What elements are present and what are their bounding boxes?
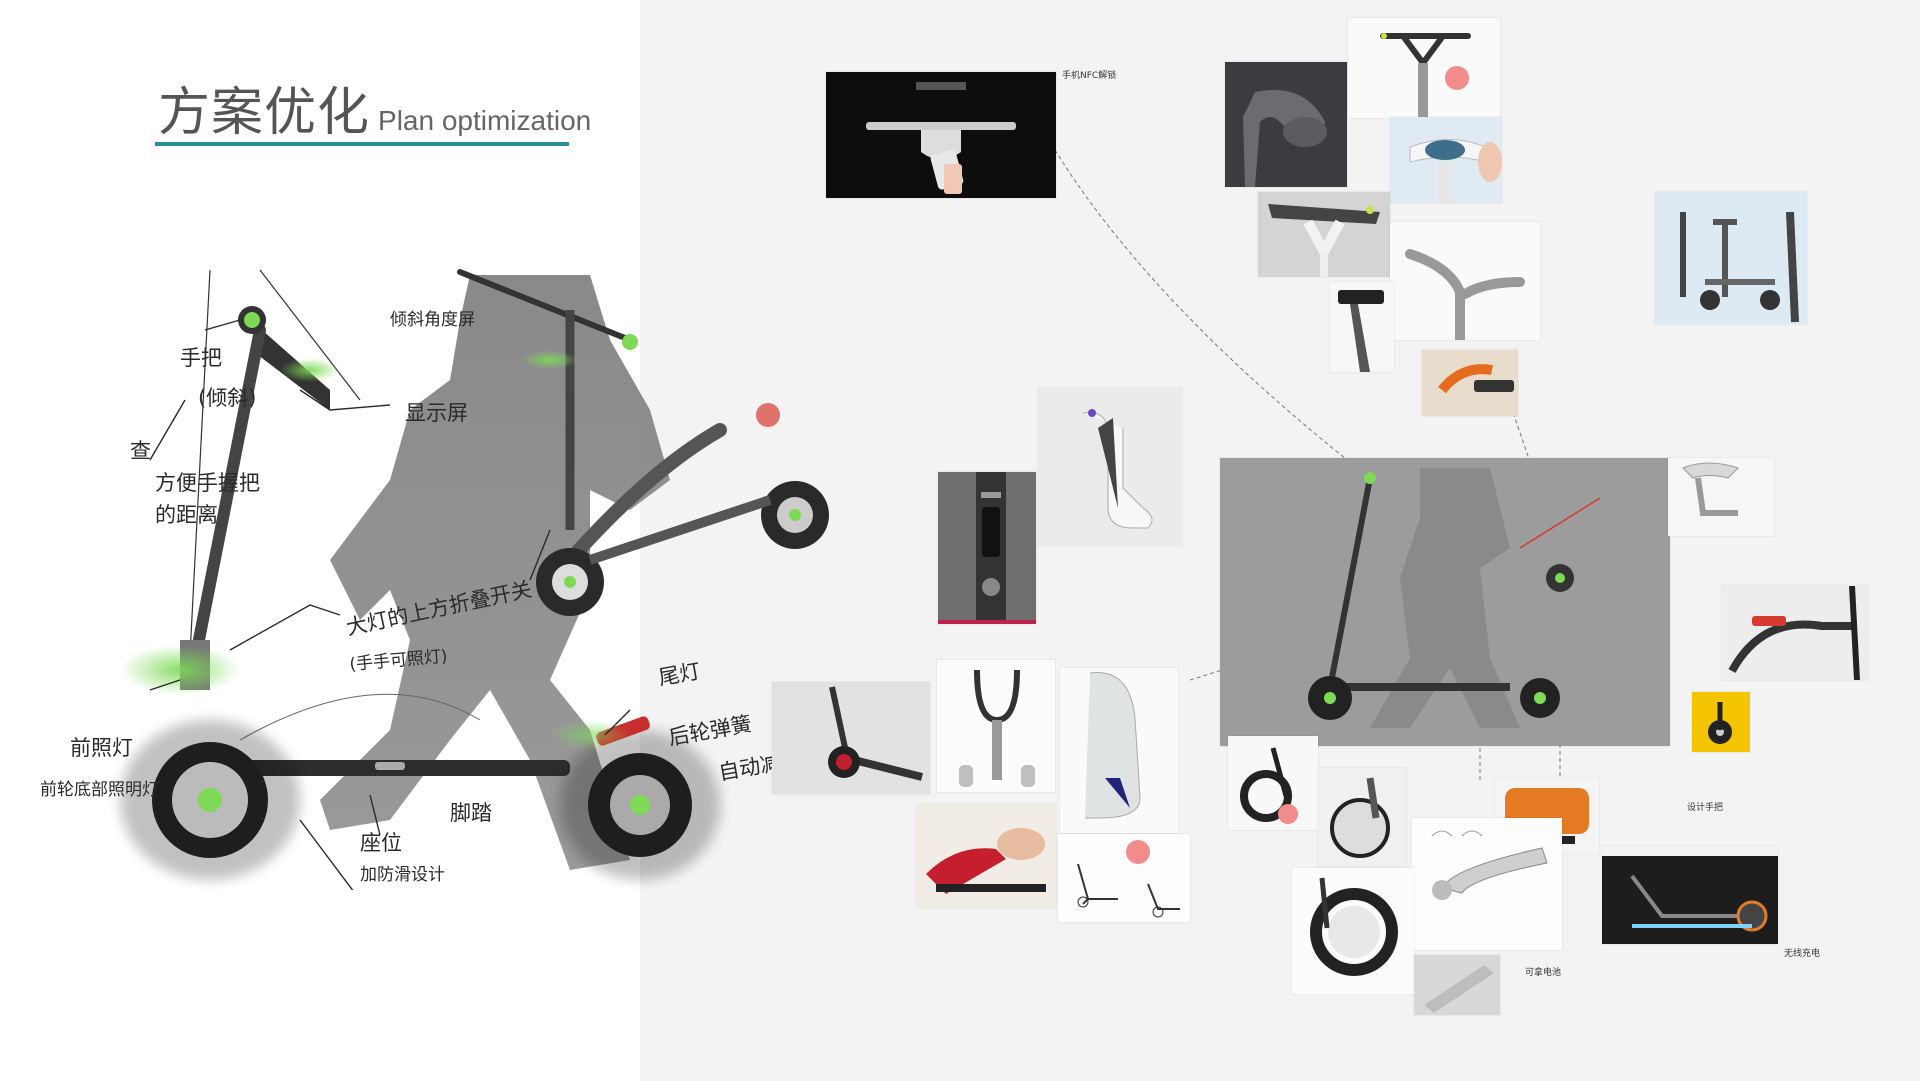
ref-lever-handle <box>1412 818 1562 950</box>
ref-ring-wheel <box>1292 868 1414 994</box>
ref-metal-slide <box>1414 955 1500 1015</box>
ref-tail-light-bike <box>1722 586 1868 680</box>
ref-orange-handle <box>1422 350 1518 416</box>
caption-wireless: 无线充电 <box>1784 949 1821 959</box>
ref-curved-bar <box>1390 222 1540 340</box>
caption-nfc: 手机NFC解锁 <box>1062 71 1117 81</box>
label-seat: 座位 <box>360 831 402 855</box>
ref-keypad-lock <box>938 472 1036 624</box>
ref-handle-display-hand <box>1390 117 1502 203</box>
title-underline <box>155 142 569 146</box>
ref-front-wheel <box>1318 768 1406 866</box>
ref-grip-black <box>1330 282 1394 372</box>
ref-handle-top-right <box>1668 458 1774 536</box>
ref-nfc-unlock <box>826 72 1056 198</box>
ref-handle-bending-dark <box>1225 62 1347 187</box>
ref-yellow-scooter <box>1692 692 1750 752</box>
secondary-scooter <box>457 269 829 616</box>
annotation-lines <box>149 319 631 890</box>
label-display: 显示屏 <box>405 401 468 425</box>
label-nonslip: 加防滑设计 <box>360 865 445 885</box>
label-front-light: 前照灯 <box>70 736 133 760</box>
caption-design-handle: 设计手把 <box>1687 803 1724 813</box>
title-english: Plan optimization <box>378 105 592 136</box>
scooter-sketch: 手把 (倾斜) 倾斜角度屏 显示屏 查 方便手握把 的距离 大灯的上方折叠开关 … <box>40 269 829 890</box>
ref-side-scooter <box>772 682 930 794</box>
label-tilted: (倾斜) <box>198 386 256 410</box>
ref-stand-device <box>1038 388 1182 546</box>
ref-sketch-overlay <box>1220 458 1670 746</box>
main-scooter <box>120 269 720 880</box>
ref-t-handlebar <box>1348 18 1500 118</box>
ref-y-stem <box>1258 192 1390 277</box>
label-handlebar: 手把 <box>180 346 222 370</box>
ref-folding-scooter-blue <box>1655 192 1807 324</box>
title-chinese: 方案优化 <box>158 83 371 143</box>
ref-wireless-charging-scene <box>1602 846 1778 944</box>
label-steer-2: 方便手握把 <box>155 471 260 495</box>
caption-battery: 可拿电池 <box>1525 968 1562 978</box>
ref-folded-wheel <box>1228 736 1318 830</box>
label-steer-1: 查 <box>130 439 151 463</box>
label-steer-3: 的距离 <box>155 503 218 527</box>
label-bottom-light: 前轮底部照明灯 <box>40 780 159 800</box>
ref-line-sketches <box>1058 834 1190 922</box>
label-pedal: 脚踏 <box>450 801 492 825</box>
ref-red-grip-hand <box>916 804 1056 908</box>
label-tilt-display: 倾斜角度屏 <box>390 310 475 330</box>
ref-white-stem <box>1060 668 1178 833</box>
ref-u-grip <box>937 660 1055 792</box>
